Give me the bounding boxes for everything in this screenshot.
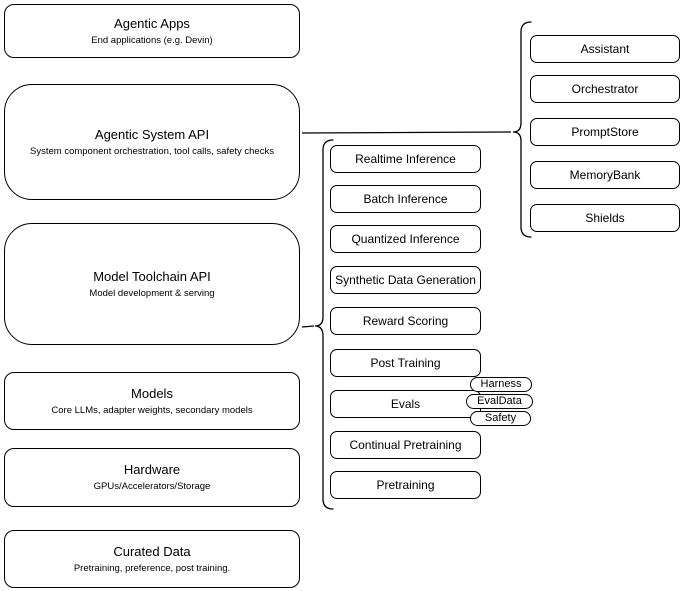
node-pretraining: Pretraining [330, 471, 481, 499]
node-assistant: Assistant [530, 35, 680, 63]
node-agentic-system-api: Agentic System API System component orch… [4, 84, 300, 200]
node-title: Model Toolchain API [93, 268, 211, 284]
node-batch-inference: Batch Inference [330, 185, 481, 213]
node-subtitle: End applications (e.g. Devin) [91, 34, 213, 46]
node-memorybank: MemoryBank [530, 161, 680, 189]
node-subtitle: GPUs/Accelerators/Storage [93, 481, 211, 492]
node-orchestrator: Orchestrator [530, 75, 680, 103]
node-title: Models [131, 385, 173, 401]
tag-evaldata: EvalData [466, 394, 533, 409]
node-title: Hardware [123, 462, 181, 477]
node-subtitle: System component orchestration, tool cal… [30, 145, 274, 157]
node-shields: Shields [530, 204, 680, 232]
node-hardware: Hardware GPUs/Accelerators/Storage [4, 448, 300, 507]
node-agentic-apps: Agentic Apps End applications (e.g. Devi… [4, 4, 300, 58]
node-title: Curated Data [113, 543, 191, 559]
node-post-training: Post Training [330, 349, 481, 377]
node-subtitle: Model development & serving [89, 287, 215, 299]
node-subtitle: Pretraining, preference, post training. [73, 562, 231, 574]
node-title: Agentic Apps [114, 15, 190, 31]
node-promptstore: PromptStore [530, 118, 680, 146]
node-subtitle: Core LLMs, adapter weights, secondary mo… [51, 404, 253, 416]
node-synthetic-data-generation: Synthetic Data Generation [330, 266, 481, 294]
tag-safety: Safety [470, 411, 531, 426]
node-title: Agentic System API [94, 126, 210, 142]
node-model-toolchain-api: Model Toolchain API Model development & … [4, 223, 300, 345]
node-reward-scoring: Reward Scoring [330, 307, 481, 335]
node-evals: Evals [330, 390, 481, 418]
node-realtime-inference: Realtime Inference [330, 145, 481, 173]
system-components-brace [512, 21, 532, 238]
node-curated-data: Curated Data Pretraining, preference, po… [4, 530, 300, 588]
node-models: Models Core LLMs, adapter weights, secon… [4, 372, 300, 430]
toolchain-connector-line [301, 325, 315, 328]
system-api-connector-line [301, 131, 512, 134]
tag-harness: Harness [470, 377, 532, 392]
node-quantized-inference: Quantized Inference [330, 225, 481, 253]
node-continual-pretraining: Continual Pretraining [330, 431, 481, 459]
